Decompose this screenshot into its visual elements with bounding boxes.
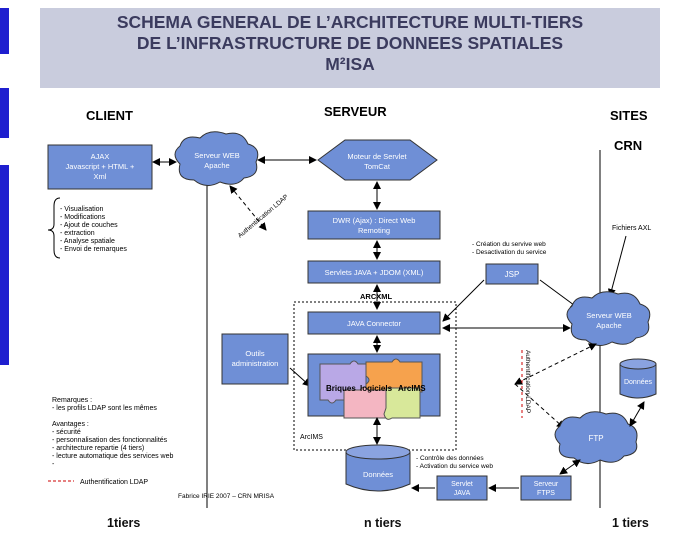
column-client: CLIENT bbox=[86, 108, 133, 123]
ajax-box bbox=[47, 144, 153, 190]
client-functions-list: - Visualisation - Modifications - Ajout … bbox=[60, 206, 127, 253]
ldap-left-label: Authentification LDAP bbox=[237, 194, 290, 240]
donnees-right-label: Données bbox=[624, 379, 653, 386]
arrow-outils-puzzle bbox=[289, 367, 311, 387]
client-function: - Ajout de couches bbox=[60, 222, 118, 229]
avantages-line: Avantages : bbox=[52, 421, 89, 428]
arrow-ftp-donnees bbox=[629, 401, 645, 427]
tier-left: 1tiers bbox=[107, 516, 141, 530]
donnees-right-cylinder bbox=[619, 358, 657, 399]
client-functions-brace bbox=[47, 197, 61, 259]
accent-bar-middle bbox=[0, 88, 9, 138]
avantages-line: - lecture automatique des services web bbox=[52, 453, 173, 460]
servlet-engine-shape bbox=[317, 139, 438, 181]
ldap-left-dashed bbox=[229, 185, 267, 231]
arcims-region-label: ArcIMS bbox=[300, 434, 323, 441]
ftp-label: FTP bbox=[588, 434, 603, 443]
column-sites: SITES bbox=[610, 108, 648, 123]
dwr-box bbox=[307, 210, 441, 240]
tier-right: 1 tiers bbox=[612, 516, 649, 530]
remarques-block: Remarques : - les profils LDAP sont les … bbox=[52, 397, 157, 412]
donnees-center-cylinder bbox=[345, 444, 411, 492]
title-line-1: SCHEMA GENERAL DE L’ARCHITECTURE MULTI-T… bbox=[116, 12, 584, 32]
java-connector-box bbox=[307, 311, 441, 335]
remarques-line: Remarques : bbox=[52, 397, 92, 404]
title-line-2: DE L’INFRASTRUCTURE DE DONNEES SPATIALES bbox=[136, 33, 564, 53]
donnees-center-label: Données bbox=[363, 470, 393, 479]
column-serveur: SERVEUR bbox=[324, 104, 387, 119]
servlet-engine-line-2: TomCat bbox=[364, 162, 391, 171]
arrow-jsp-webserver bbox=[539, 279, 579, 309]
title-line-3: M²ISA bbox=[325, 54, 375, 74]
serveur-ftps-line-1: Serveur bbox=[534, 481, 559, 488]
outils-box bbox=[221, 333, 289, 385]
servlets-java-label: Servlets JAVA + JDOM (XML) bbox=[325, 268, 424, 277]
arrow-jsp-connector bbox=[442, 279, 485, 322]
arrow-ftp-ftps bbox=[559, 459, 581, 475]
web-server-right-line-1: Serveur WEB bbox=[586, 311, 631, 320]
java-connector-label: JAVA Connector bbox=[347, 319, 401, 328]
tier-middle: n tiers bbox=[364, 516, 402, 530]
accent-bar-top bbox=[0, 8, 9, 54]
ldap-right-label: Authentification LDAP bbox=[524, 350, 531, 413]
servlet-java-line-1: Servlet bbox=[451, 481, 473, 488]
jsp-box bbox=[485, 263, 539, 285]
diagram-area: CLIENT SERVEUR SITES CRN AJAX Javascript… bbox=[40, 88, 660, 508]
avantages-line: - architecture repartie (4 tiers) bbox=[52, 445, 144, 452]
architecture-diagram: CLIENT SERVEUR SITES CRN AJAX Javascript… bbox=[47, 104, 657, 508]
puzzle-briques: Briques bbox=[326, 384, 356, 393]
avantages-block: Avantages : - sécurité - personnalisatio… bbox=[52, 421, 173, 468]
web-server-left-cloud bbox=[174, 131, 259, 186]
outils-line-2: administration bbox=[232, 359, 279, 368]
client-function: - Analyse spatiale bbox=[60, 238, 115, 245]
puzzle-arcims: ArcIMS bbox=[398, 384, 426, 393]
avantages-line: - bbox=[52, 461, 55, 468]
client-function: - Visualisation bbox=[60, 206, 104, 213]
web-server-right-line-2: Apache bbox=[596, 321, 621, 330]
controle-note-2: - Activation du service web bbox=[416, 463, 493, 470]
jsp-note-1: - Création du servive web bbox=[472, 241, 546, 248]
client-function: - Modifications bbox=[60, 214, 106, 221]
legend-ldap-label: Authentification LDAP bbox=[80, 479, 148, 486]
ajax-line-2: Javascript + HTML + bbox=[66, 162, 136, 171]
web-server-left-line-2: Apache bbox=[204, 161, 229, 170]
avantages-line: - personnalisation des fonctionnalités bbox=[52, 437, 168, 444]
remarques-line: - les profils LDAP sont les mêmes bbox=[52, 405, 157, 412]
arcims-region bbox=[293, 301, 457, 451]
arcxml-label: ARCXML bbox=[360, 292, 392, 301]
dwr-line-1: DWR (Ajax) : Direct Web bbox=[333, 216, 416, 225]
servlets-java-box bbox=[307, 260, 441, 284]
ldap-right-dashed-1 bbox=[514, 343, 597, 385]
serveur-ftps-line-2: FTPS bbox=[537, 490, 555, 497]
slide-title: SCHEMA GENERAL DE L’ARCHITECTURE MULTI-T… bbox=[40, 8, 660, 88]
ajax-line-3: Xml bbox=[94, 172, 107, 181]
client-function: - extraction bbox=[60, 230, 95, 237]
accent-bar-bottom bbox=[0, 165, 9, 365]
arrow-axl-webserver bbox=[607, 235, 627, 297]
outils-line-1: Outils bbox=[245, 349, 264, 358]
ldap-right-dashed-2 bbox=[514, 383, 565, 429]
servlet-java-box bbox=[436, 475, 488, 501]
credit-text: Fabrice IRIE 2007 – CRN MRISA bbox=[178, 493, 275, 500]
servlet-engine-line-1: Moteur de Servlet bbox=[347, 152, 407, 161]
fichiers-axl-label: Fichiers AXL bbox=[612, 225, 651, 232]
column-crn: CRN bbox=[614, 138, 642, 153]
ajax-line-1: AJAX bbox=[91, 152, 110, 161]
servlet-java-line-2: JAVA bbox=[454, 490, 471, 497]
dwr-line-2: Remoting bbox=[358, 226, 390, 235]
puzzle-logiciels: logiciels bbox=[360, 384, 393, 393]
controle-note-1: - Contrôle des données bbox=[416, 455, 484, 462]
puzzle-piece-green bbox=[383, 387, 421, 420]
jsp-label: JSP bbox=[505, 270, 520, 279]
client-function: - Envoi de remarques bbox=[60, 246, 127, 253]
ftp-cloud bbox=[554, 411, 638, 464]
avantages-line: - sécurité bbox=[52, 429, 81, 436]
web-server-left-line-1: Serveur WEB bbox=[194, 151, 239, 160]
web-server-right-cloud bbox=[566, 291, 651, 346]
serveur-ftps-box bbox=[520, 475, 572, 501]
arcims-puzzle: Briques logiciels ArcIMS bbox=[307, 353, 441, 420]
jsp-note-2: - Desactivation du service bbox=[472, 249, 547, 256]
